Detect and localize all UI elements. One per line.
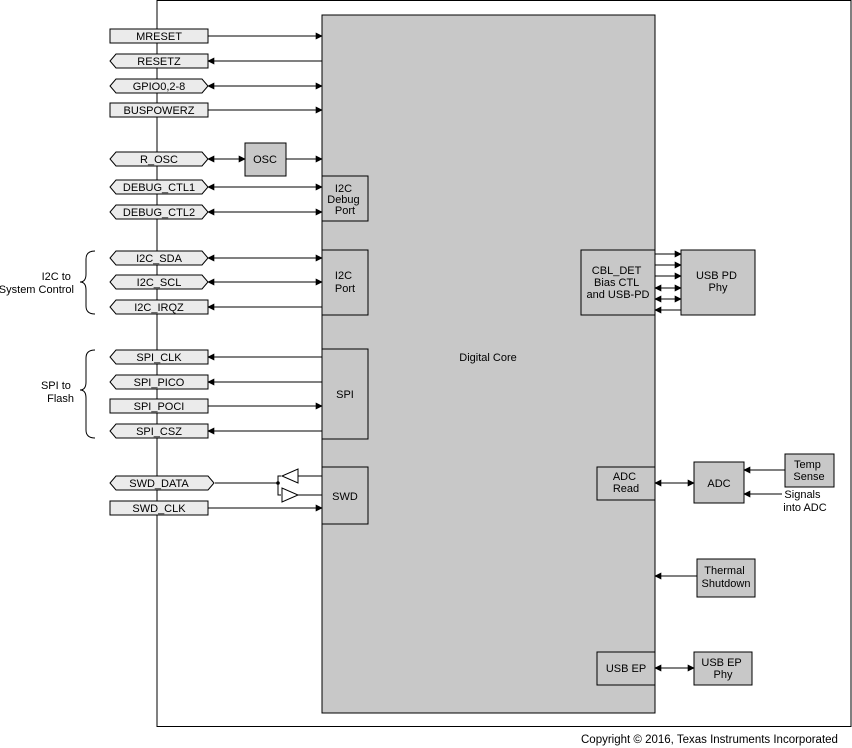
thermal-line2: Shutdown [702, 578, 751, 590]
spi-group-brace [79, 349, 96, 439]
pin-spi-csz-label: SPI_CSZ [136, 426, 182, 438]
pin-debug-ctl1-label: DEBUG_CTL1 [123, 182, 195, 194]
pin-gpio-label: GPIO0,2-8 [133, 81, 186, 93]
usb-ep-label: USB EP [606, 663, 646, 675]
pin-spi-clk [109, 349, 209, 365]
usb-pd-phy-label: USB PD Phy [696, 270, 740, 294]
cbl-det-block [580, 249, 656, 316]
swd-in-buffer-icon [281, 487, 300, 503]
pin-buspowerz [109, 102, 209, 118]
i2c-group-label-line1: I2C to [42, 271, 71, 283]
i2c-port-block [321, 249, 369, 316]
i2c-debug-port-label: I2C Debug Port [327, 183, 362, 217]
adc-block [693, 461, 745, 504]
usb-ep-block [596, 651, 656, 686]
spi-group-label-line2: Flash [47, 393, 74, 405]
spi-group-label-line1: SPI to [41, 380, 71, 392]
pin-r-osc [109, 151, 209, 167]
temp-sense-line1: Temp [794, 459, 821, 471]
pin-buspowerz-label: BUSPOWERZ [124, 105, 195, 117]
adc-label: ADC [707, 478, 730, 490]
usb-ep-phy-line1: USB EP [701, 657, 741, 669]
thermal-shutdown-label: Thermal Shutdown [702, 565, 751, 590]
pin-spi-pico [109, 374, 209, 390]
pin-r-osc-label: R_OSC [140, 154, 178, 166]
adc-read-line2: Read [613, 483, 639, 495]
i2c-group-label-line2: System Control [0, 284, 74, 296]
osc-block [244, 142, 287, 177]
i2c-group-brace [79, 250, 96, 315]
swd-block [321, 466, 369, 525]
spi-label: SPI [336, 389, 354, 401]
swd-junction-dot [276, 481, 280, 485]
swd-out-branch [277, 475, 281, 483]
pin-swd-clk [109, 500, 209, 516]
pin-swd-clk-label: SWD_CLK [132, 503, 186, 515]
thermal-shutdown-block [696, 558, 756, 598]
pin-swd-data [109, 475, 215, 491]
pin-mreset-label: MRESET [136, 31, 182, 43]
adc-read-label: ADC Read [613, 471, 639, 495]
pin-i2c-sda [109, 250, 209, 266]
swd-in-path [277, 483, 281, 496]
pin-mreset [109, 28, 209, 44]
usb-pd-phy-block [680, 249, 756, 316]
pin-i2c-irqz [109, 299, 209, 315]
pin-spi-pico-label: SPI_PICO [134, 377, 185, 389]
pin-gpio [109, 78, 209, 94]
pin-spi-poci-label: SPI_POCI [134, 401, 185, 413]
swd-label: SWD [332, 491, 358, 503]
pin-debug-ctl1 [109, 179, 209, 195]
digital-core-label: Digital Core [459, 352, 516, 364]
cbl-det-line2: Bias CTL [594, 277, 639, 289]
cbl-det-line1: CBL_DET [592, 265, 642, 277]
temp-sense-label: Temp Sense [793, 459, 824, 483]
i2c-port-label: I2C Port [335, 270, 355, 295]
usb-pd-phy-line1: USB PD [696, 270, 737, 282]
i2c-debug-line3: Port [335, 205, 355, 217]
pin-i2c-scl [109, 274, 209, 290]
temp-sense-line2: Sense [793, 471, 824, 483]
pin-debug-ctl2 [109, 204, 209, 220]
usb-ep-phy-block [693, 651, 753, 686]
i2c-debug-port-block [321, 175, 369, 222]
i2c-debug-line2: Debug [327, 194, 359, 206]
signals-into-adc-label: Signals into ADC [783, 489, 826, 514]
usb-pd-phy-line2: Phy [709, 282, 728, 294]
thermal-line1: Thermal [704, 565, 744, 577]
pin-debug-ctl2-label: DEBUG_CTL2 [123, 207, 195, 219]
pin-i2c-sda-label: I2C_SDA [136, 253, 183, 265]
adc-read-line1: ADC [613, 471, 636, 483]
digital-core-block [321, 14, 656, 714]
pin-spi-clk-label: SPI_CLK [136, 352, 182, 364]
pin-resetz [109, 53, 209, 69]
cbl-det-line3: and USB-PD [587, 289, 650, 301]
signals-line1: Signals [784, 489, 821, 501]
pin-swd-data-label: SWD_DATA [129, 478, 189, 490]
pin-spi-poci [109, 398, 209, 414]
i2c-group-label: I2C to System Control [0, 271, 74, 296]
pin-i2c-scl-label: I2C_SCL [137, 277, 182, 289]
spi-group-label: SPI to Flash [41, 380, 74, 405]
usb-ep-phy-line2: Phy [714, 669, 733, 681]
pin-resetz-label: RESETZ [137, 56, 181, 68]
i2c-port-line2: Port [335, 283, 355, 295]
temp-sense-block [784, 453, 835, 488]
copyright-notice: Copyright © 2016, Texas Instruments Inco… [581, 734, 838, 746]
spi-block [321, 348, 369, 440]
signals-line2: into ADC [783, 502, 826, 514]
cbl-det-label: CBL_DET Bias CTL and USB-PD [587, 265, 650, 301]
pin-i2c-irqz-label: I2C_IRQZ [134, 302, 184, 314]
i2c-debug-line1: I2C [335, 183, 352, 195]
usb-ep-phy-label: USB EP Phy [701, 657, 744, 681]
i2c-port-line1: I2C [335, 270, 352, 282]
swd-out-buffer-icon [280, 468, 299, 484]
pin-spi-csz [109, 423, 209, 439]
osc-label: OSC [253, 154, 277, 166]
